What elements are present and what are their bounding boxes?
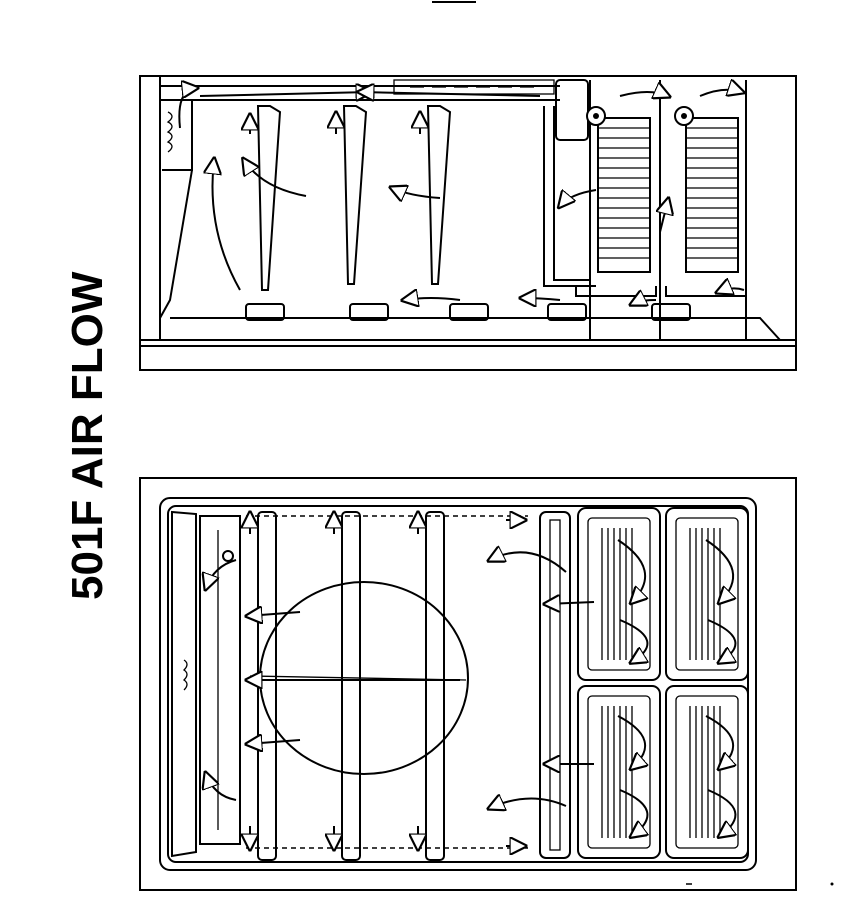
front-view-panel [139, 477, 797, 891]
shelf-2 [342, 105, 368, 285]
shelf-3 [426, 105, 452, 285]
top-view-panel [139, 75, 797, 371]
shelf-post-2 [341, 511, 361, 861]
shelf-post-3 [425, 511, 445, 861]
shelf-1 [256, 105, 282, 291]
diagram-title: 501F AIR FLOW [63, 271, 112, 600]
